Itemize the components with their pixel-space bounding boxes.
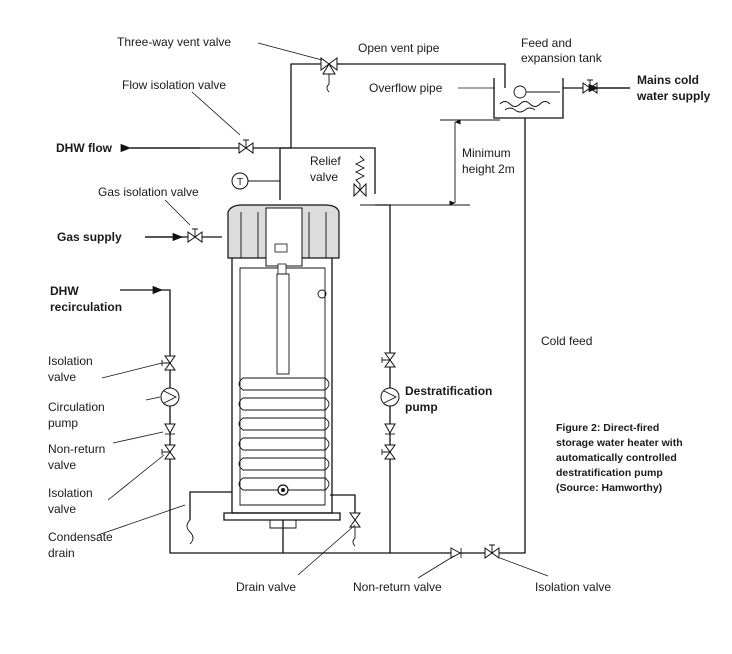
non-return-valve-bottom-label: Non-return valve [353, 580, 442, 594]
destrat-isolation-valve-bottom-icon [381, 444, 396, 460]
labels: Three-way vent valve Open vent pipe Feed… [48, 35, 711, 594]
circulation-pump-label-line2: pump [48, 416, 78, 430]
isolation-valve-top-label-line2: valve [48, 370, 76, 384]
destratification-pump-label-line1: Destratification [405, 384, 492, 398]
isolation-valve-bottom-icon [161, 444, 176, 460]
condensate-trap-icon [186, 519, 194, 545]
gas-isolation-valve-label: Gas isolation valve [98, 185, 199, 199]
non-return-valve-left-label-line2: valve [48, 458, 76, 472]
gas-isolation-valve-icon [187, 228, 203, 243]
flow-isolation-valve-label: Flow isolation valve [122, 78, 226, 92]
mains-cold-label-line1: Mains cold [637, 73, 699, 87]
minimum-height-dimension [360, 119, 500, 206]
three-way-vent-valve-label: Three-way vent valve [117, 35, 231, 49]
caption-line4: destratification pump [556, 467, 663, 479]
drain-valve-label: Drain valve [236, 580, 296, 594]
relief-valve-label-line1: Relief [310, 154, 341, 168]
condensate-drain-label-line2: drain [48, 546, 75, 560]
destratification-pump-label-line2: pump [405, 400, 438, 414]
non-return-valve-left-label-line1: Non-return [48, 442, 105, 456]
flow-isolation-valve-icon [238, 139, 254, 154]
open-vent-pipe-label: Open vent pipe [358, 41, 440, 55]
feed-tank-label-line2: expansion tank [521, 51, 603, 65]
pipework [130, 63, 630, 554]
caption-line2: storage water heater with [556, 437, 683, 449]
isolation-valve-bottom-right-label: Isolation valve [535, 580, 611, 594]
isolation-valve-top-label-line1: Isolation [48, 354, 93, 368]
minimum-height-label-line2: height 2m [462, 162, 515, 176]
three-way-vent-valve-icon [320, 57, 338, 93]
overflow-pipe-label: Overflow pipe [369, 81, 443, 95]
dhw-recirculation-label-line1: DHW [50, 284, 79, 298]
caption-line3: automatically controlled [556, 452, 677, 464]
leader-lines [97, 42, 549, 579]
dhw-recirculation-label-line2: recirculation [50, 300, 122, 314]
feed-tank-label-line1: Feed and [521, 36, 572, 50]
thermostat-icon: T [231, 172, 280, 190]
flow-arrows [120, 83, 630, 295]
caption-line1: Figure 2: Direct-fired [556, 422, 659, 434]
destrat-non-return-valve-icon [384, 423, 396, 435]
relief-valve-icon [353, 155, 367, 198]
drain-valve-icon [349, 512, 361, 547]
feed-expansion-tank [493, 78, 564, 119]
minimum-height-label-line1: Minimum [462, 146, 511, 160]
thermostat-label: T [237, 177, 243, 188]
condensate-drain-label-line1: Condensate [48, 530, 113, 544]
bottom-non-return-valve-icon [450, 547, 462, 559]
isolation-valve-bottom-label-line1: Isolation [48, 486, 93, 500]
mains-isolation-valve-icon [582, 79, 598, 94]
bottom-isolation-valve-icon [484, 544, 500, 559]
isolation-valve-top-icon [161, 355, 176, 371]
relief-valve-label-line2: valve [310, 170, 338, 184]
destratification-pump-icon [380, 387, 400, 407]
mains-cold-label-line2: water supply [636, 89, 711, 103]
water-heater [223, 204, 341, 529]
cold-feed-label: Cold feed [541, 334, 592, 348]
gas-supply-label: Gas supply [57, 230, 122, 244]
dhw-flow-label: DHW flow [56, 141, 113, 155]
figure-caption: Figure 2: Direct-fired storage water hea… [556, 422, 683, 494]
caption-line5: (Source: Hamworthy) [556, 482, 662, 494]
non-return-valve-left-icon [164, 423, 176, 435]
circulation-pump-label-line1: Circulation [48, 400, 105, 414]
circulation-pump-icon [160, 387, 180, 407]
isolation-valve-bottom-label-line2: valve [48, 502, 76, 516]
destrat-isolation-valve-top-icon [381, 352, 396, 368]
